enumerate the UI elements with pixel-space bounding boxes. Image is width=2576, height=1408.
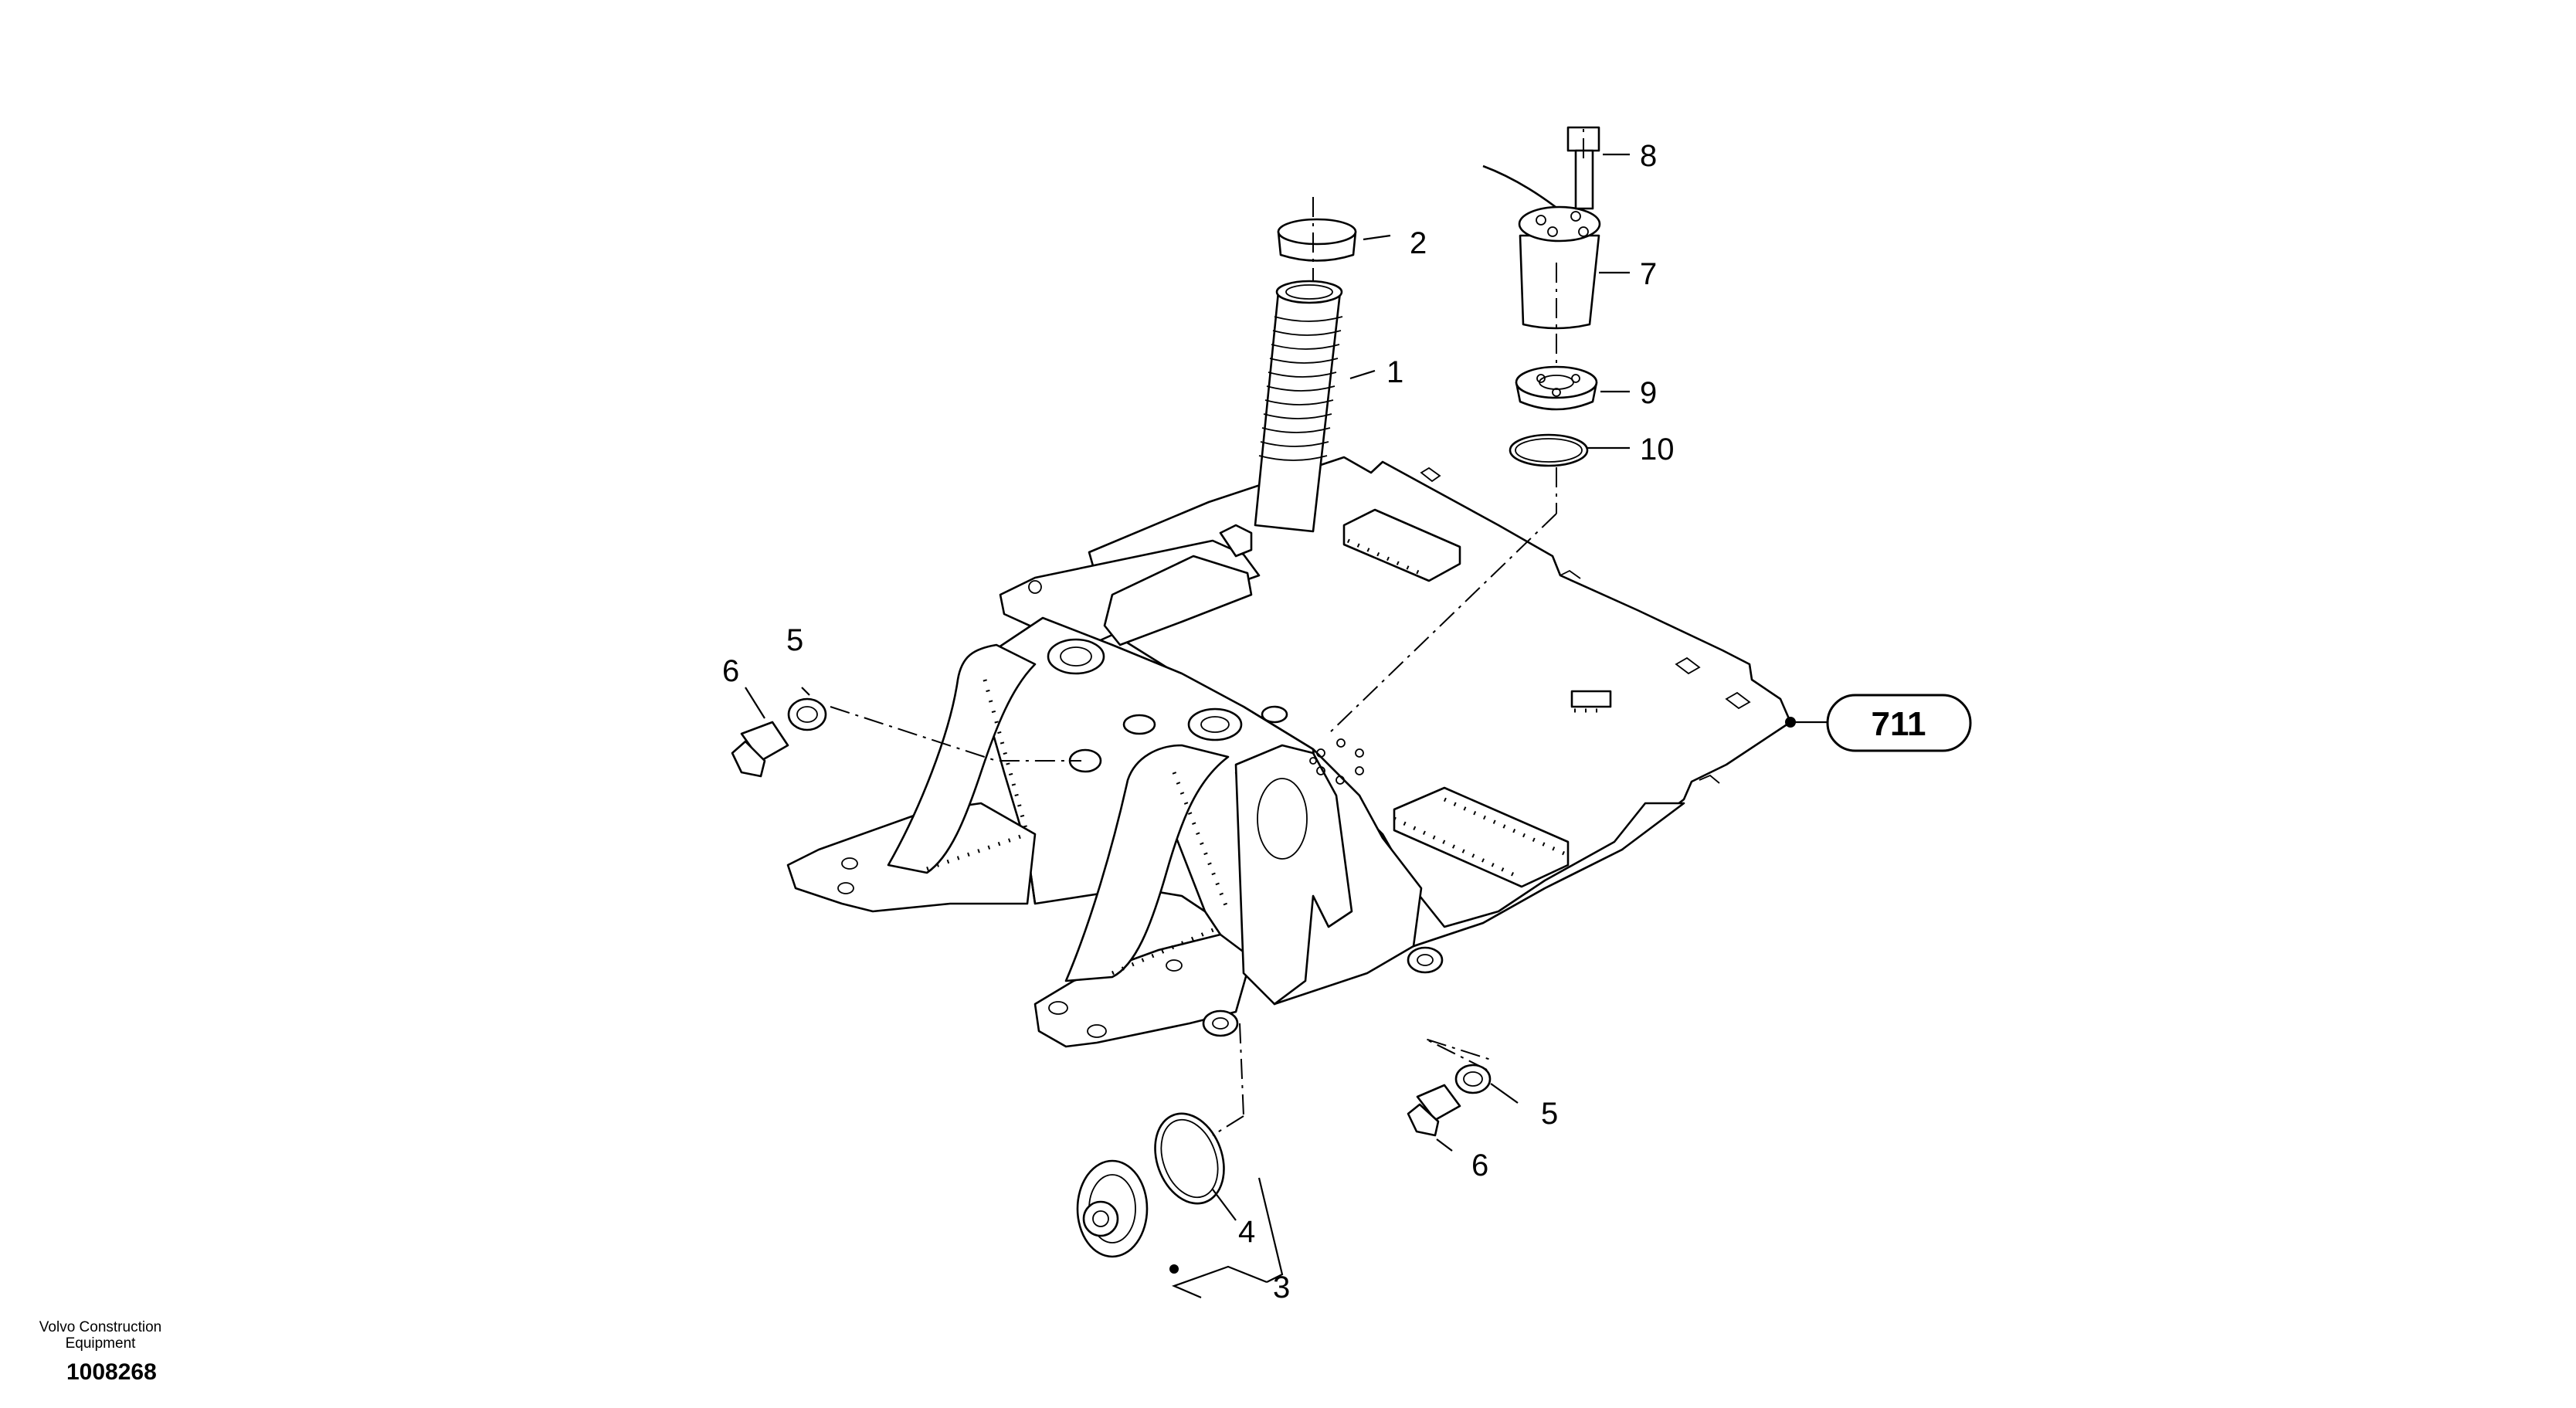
callout-6-right: 6 [1471,1148,1488,1182]
mount-block-right [1393,786,1570,888]
callout-7: 7 [1640,257,1657,291]
filler-cap [1277,218,1357,262]
manufacturer-line-1: Volvo Construction [39,1319,162,1335]
callout-numbers: 1 2 3 4 5 5 6 6 7 8 9 10 [722,139,1675,1305]
left-gusset [887,643,1037,874]
tank-assembly [786,456,1792,1048]
mount-block-rear [1342,508,1461,582]
callout-2: 2 [1410,226,1427,260]
o-ring-sensor [1509,433,1589,467]
callout-4: 4 [1238,1215,1255,1249]
manufacturer-label: Volvo Construction Equipment [23,1319,178,1352]
leader-dot [1785,717,1796,728]
clip [1570,690,1612,708]
right-gusset [1064,744,1230,982]
sensor-flange-holes [1309,738,1364,785]
leader-dot [1169,1264,1179,1274]
callout-10: 10 [1640,433,1675,467]
filler-tube [1254,280,1343,533]
cover-assembly [1076,1159,1149,1258]
right-column [1234,744,1353,1006]
manufacturer-line-2: Equipment [65,1335,136,1352]
reference-label: 711 [1872,705,1926,743]
filler-boss [1047,638,1105,675]
assembly-centerlines [830,124,1584,1136]
reference-badge: 711 [1826,694,1972,752]
callout-5-right: 5 [1541,1097,1558,1131]
callout-8: 8 [1640,139,1657,173]
callout-3: 3 [1273,1271,1290,1305]
drain-boss-front [1202,1009,1239,1037]
level-sensor [1482,165,1601,330]
sensor-ring [1515,365,1598,411]
leader-lines [745,153,1827,1299]
callout-1: 1 [1386,355,1403,389]
drawing-number: 1008268 [66,1359,157,1385]
o-ring-cover [1154,1112,1225,1205]
callout-9: 9 [1640,376,1657,410]
drain-boss-right [1407,946,1444,974]
drain-plug-left [731,697,827,778]
callout-6-left: 6 [722,654,739,688]
drain-plug-right [1407,1064,1492,1137]
bolt [1566,126,1600,210]
callout-5-left: 5 [786,623,803,657]
